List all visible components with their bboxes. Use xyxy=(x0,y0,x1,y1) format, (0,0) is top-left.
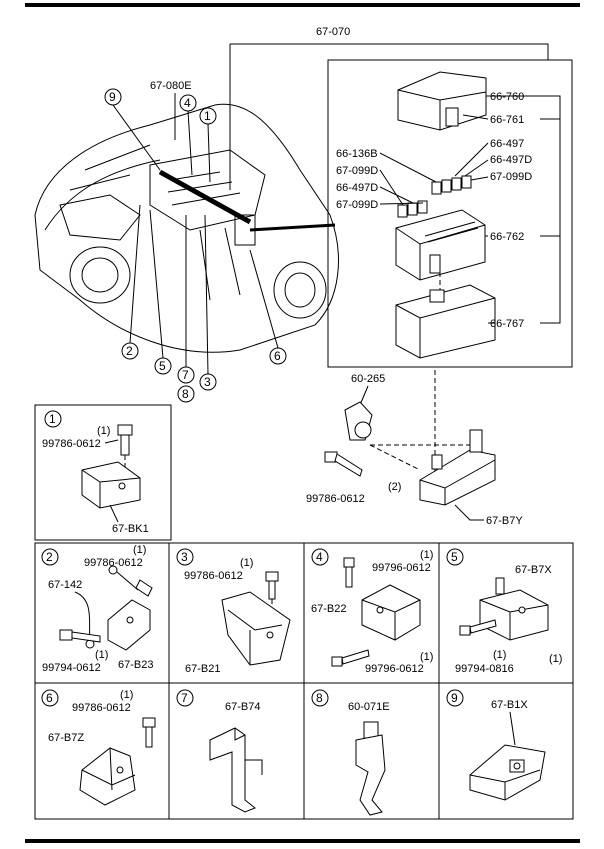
clip-code: 60-265 xyxy=(351,373,385,385)
svg-text:99786-0612: 99786-0612 xyxy=(72,702,131,714)
clip-part xyxy=(344,401,373,441)
svg-text:67-099D: 67-099D xyxy=(336,165,378,177)
detail-5-drawing xyxy=(459,577,549,641)
bottom-rule xyxy=(25,839,580,843)
svg-text:1: 1 xyxy=(49,412,56,426)
svg-text:66-497D: 66-497D xyxy=(490,154,532,166)
fuses xyxy=(397,175,472,218)
svg-text:99786-0612: 99786-0612 xyxy=(184,570,243,582)
svg-text:67-B22: 67-B22 xyxy=(311,603,346,615)
svg-text:8: 8 xyxy=(316,691,323,705)
svg-text:1: 1 xyxy=(204,109,211,123)
svg-text:66-136B: 66-136B xyxy=(336,148,378,160)
assembly-code: 67-070 xyxy=(316,26,350,38)
svg-text:67-142: 67-142 xyxy=(48,579,82,591)
svg-text:3: 3 xyxy=(181,550,188,564)
top-rule xyxy=(25,3,580,7)
svg-text:66-497: 66-497 xyxy=(490,138,524,150)
svg-text:3: 3 xyxy=(204,375,211,389)
svg-text:99794-0816: 99794-0816 xyxy=(455,663,514,675)
detail-7-drawing xyxy=(209,727,263,813)
detail-1-callout xyxy=(44,410,62,428)
svg-text:67-B7X: 67-B7X xyxy=(515,564,552,576)
svg-text:(1): (1) xyxy=(120,689,133,701)
svg-text:67-099D: 67-099D xyxy=(490,171,532,183)
svg-text:(1): (1) xyxy=(493,649,506,661)
svg-text:60-071E: 60-071E xyxy=(348,701,390,713)
svg-text:(1): (1) xyxy=(420,549,433,561)
svg-text:99796-0612: 99796-0612 xyxy=(372,562,431,574)
fuse-box-lower-case xyxy=(395,284,496,359)
svg-text:(1): (1) xyxy=(420,651,433,663)
svg-text:4: 4 xyxy=(184,96,191,110)
svg-text:(1): (1) xyxy=(549,653,562,665)
svg-text:7: 7 xyxy=(181,691,188,705)
bracket-code: 67-B7Y xyxy=(486,515,523,527)
svg-text:99796-0612: 99796-0612 xyxy=(365,663,424,675)
detail-3-drawing xyxy=(221,571,291,666)
svg-text:5: 5 xyxy=(159,359,166,373)
fuse-box-cover xyxy=(397,71,487,131)
detail-8-drawing xyxy=(355,721,386,816)
svg-text:67-B7Z: 67-B7Z xyxy=(48,732,84,744)
svg-text:66-762: 66-762 xyxy=(490,231,524,243)
fuse-box-frame xyxy=(327,59,573,368)
svg-text:67-B74: 67-B74 xyxy=(225,701,260,713)
svg-text:7: 7 xyxy=(182,368,189,382)
detail-panel-1 xyxy=(34,404,172,541)
svg-text:2: 2 xyxy=(126,344,133,358)
svg-text:66-497D: 66-497D xyxy=(336,182,378,194)
bolt-qty: (2) xyxy=(388,481,401,493)
fuse-block xyxy=(395,209,486,281)
svg-text:9: 9 xyxy=(451,691,458,705)
detail-4-drawing xyxy=(331,557,421,667)
svg-text:99786-0612: 99786-0612 xyxy=(84,557,143,569)
bolt-part xyxy=(324,451,363,477)
svg-text:(1): (1) xyxy=(240,557,253,569)
detail-9-drawing xyxy=(469,744,546,801)
svg-text:67-BK1: 67-BK1 xyxy=(112,523,149,535)
svg-text:66-760: 66-760 xyxy=(490,91,524,103)
detail-2-drawing xyxy=(59,565,153,651)
svg-text:(1): (1) xyxy=(133,544,146,556)
svg-text:(1): (1) xyxy=(97,425,110,437)
engine-bay-view xyxy=(34,103,339,353)
fuse-box-labels: 66-760 66-761 66-136B 66-497 67-099D 66-… xyxy=(336,91,532,330)
svg-text:66-761: 66-761 xyxy=(490,114,524,126)
svg-text:(1): (1) xyxy=(95,649,108,661)
detail-panel-9 xyxy=(438,682,574,820)
bracket-b7y xyxy=(419,429,496,506)
svg-text:67-B21: 67-B21 xyxy=(185,663,220,675)
svg-text:67-099D: 67-099D xyxy=(336,199,378,211)
svg-text:8: 8 xyxy=(182,387,189,401)
svg-text:66-767: 66-767 xyxy=(490,318,524,330)
svg-text:67-B23: 67-B23 xyxy=(118,659,153,671)
svg-text:99786-0612: 99786-0612 xyxy=(42,438,101,450)
detail-6-drawing xyxy=(79,717,156,806)
bolt-code: 99786-0612 xyxy=(306,493,365,505)
svg-text:67-B1X: 67-B1X xyxy=(491,699,528,711)
harness-code: 67-080E xyxy=(150,80,192,92)
svg-text:99794-0612: 99794-0612 xyxy=(42,662,101,674)
detail-1-drawing xyxy=(81,424,141,509)
main-callouts: 9 4 1 2 5 7 3 8 6 xyxy=(104,88,287,403)
svg-text:5: 5 xyxy=(451,550,458,564)
svg-text:4: 4 xyxy=(316,550,323,564)
svg-text:2: 2 xyxy=(46,550,53,564)
svg-text:6: 6 xyxy=(274,349,281,363)
svg-text:9: 9 xyxy=(109,90,116,104)
svg-text:6: 6 xyxy=(46,691,53,705)
